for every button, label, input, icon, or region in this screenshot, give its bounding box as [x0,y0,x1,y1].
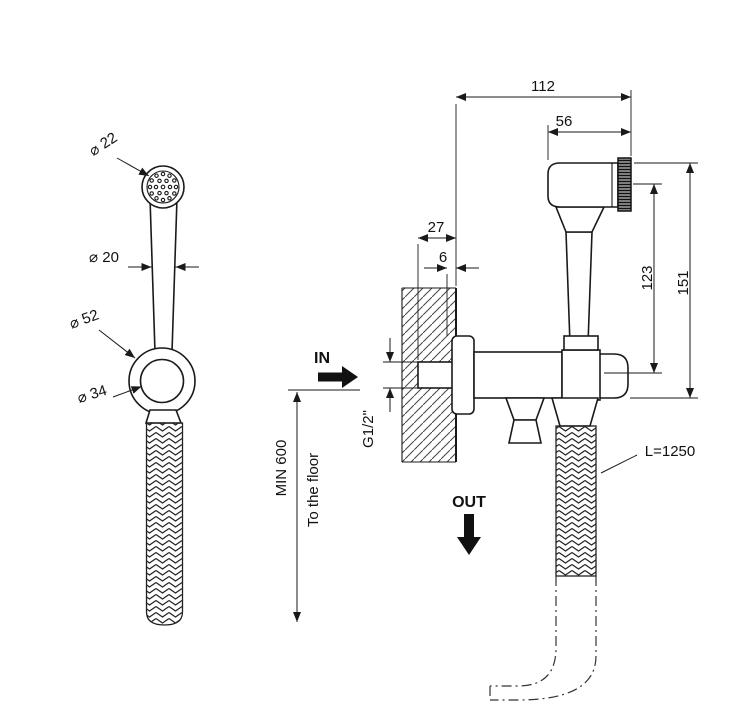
dim-label-dia34: ⌀ 34 [75,382,109,407]
hose-phantom-left [490,576,557,687]
dim-label-thread: G1/2" [360,410,377,448]
dim-hose-length: L=1250 [600,443,695,474]
inlet-stub [417,361,457,389]
dim-label-hose-length: L=1250 [645,443,695,460]
dim-label-min600: MIN 600 [273,440,290,497]
spray-head-front [141,165,185,209]
handshower-handle-front [149,197,178,353]
leader-dia52 [98,329,136,359]
handshower-handle-side [565,231,593,345]
hose-nut [550,397,600,427]
dim-label-151: 151 [675,270,692,295]
hose-phantom-right [490,576,597,701]
holder-ring-front [128,347,196,424]
flexible-hose-front [145,422,184,626]
front-view: ⌀ 22 ⌀ 20 ⌀ 52 ⌀ 34 [67,129,199,626]
outlet-label: OUT [452,494,486,511]
dim-label-56: 56 [556,113,573,130]
dim-27: 27 [417,219,456,360]
handshower-side [547,157,632,345]
dim-label-27: 27 [428,219,445,236]
flexible-hose-side [555,425,597,577]
handshower-neck-side [554,206,606,233]
dim-112: 112 [455,78,632,286]
leader-dia22 [116,157,150,177]
side-view: 112 56 27 6 G1/2" [273,78,698,701]
inlet-label: IN [314,350,330,367]
spray-head-side [547,162,619,208]
spray-nozzles [147,171,179,203]
inlet-arrow-icon [318,366,358,388]
handle-collar [563,335,599,351]
valve-knob [504,397,546,421]
leader-dia34 [112,386,142,398]
dim-6: 6 [424,249,479,336]
dim-label-6: 6 [439,249,447,266]
dim-label-112: 112 [531,78,555,95]
valve-knob-skirt [508,419,542,444]
dim-label-dia52: ⌀ 52 [67,306,101,332]
dim-123: 123 [604,183,662,374]
dim-label-dia20: ⌀ 20 [89,249,119,266]
dim-151: 151 [630,162,698,399]
valve-body [451,335,601,444]
escutcheon [451,335,475,415]
dim-thread: G1/2" [360,338,418,448]
holder-bracket-side [597,353,629,399]
hose-side [489,397,600,701]
outlet-arrow-icon [457,514,481,555]
outlet-flow: OUT [452,494,486,555]
hose-clip [144,409,183,424]
dim-label-dia22: ⌀ 22 [86,129,120,160]
dim-label-123: 123 [639,265,656,290]
dim-label-to-floor: To the floor [305,453,322,527]
dim-min600: MIN 600 To the floor [273,389,360,622]
spray-face-side [617,157,632,212]
dim-56: 56 [547,113,631,160]
inlet-flow: IN [314,350,358,388]
front-dimensions: ⌀ 22 ⌀ 20 ⌀ 52 ⌀ 34 [67,129,199,407]
